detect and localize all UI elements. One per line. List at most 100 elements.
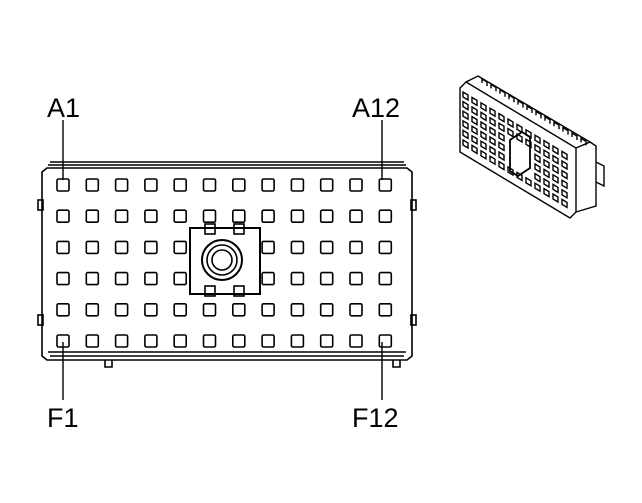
iso-cavity <box>552 183 559 194</box>
pin-cavity-D5 <box>173 271 187 286</box>
left-latch <box>37 314 44 326</box>
pin-cavity-E6 <box>202 302 217 317</box>
pin-cavity-F10 <box>319 334 334 348</box>
pin-cavity-A11 <box>349 178 363 192</box>
pin-cavity-E8 <box>261 302 275 317</box>
iso-cavity <box>552 144 559 156</box>
pin-cavity-C12 <box>378 240 393 255</box>
iso-cavity <box>543 177 550 189</box>
boss-middle-ring <box>206 244 238 276</box>
iso-cavity <box>480 139 487 151</box>
pin-cavity-E1 <box>56 302 70 317</box>
label-f1: F1 <box>47 403 79 433</box>
iso-top-rib <box>499 88 506 97</box>
iso-cavity <box>507 127 514 138</box>
iso-cavity <box>552 154 559 165</box>
pin-cavity-D2 <box>85 271 100 286</box>
right-latch <box>410 314 417 326</box>
iso-cavity <box>489 154 496 166</box>
pin-cavity-D9 <box>290 271 305 286</box>
iso-cavity <box>498 160 505 171</box>
pin-cavity-E2 <box>85 302 100 317</box>
iso-cavity <box>489 145 496 156</box>
iso-cavity <box>480 120 487 132</box>
iso-cavity <box>552 192 559 204</box>
pin-cavity-C3 <box>114 240 129 255</box>
iso-cavity <box>462 138 469 150</box>
iso-cavity <box>561 169 568 180</box>
iso-cavity <box>498 131 505 143</box>
boss-outer-ring <box>201 239 243 281</box>
pin-cavity-B5 <box>173 209 187 223</box>
iso-top-rib <box>535 110 542 119</box>
iso-cavity <box>534 133 541 145</box>
iso-cavity <box>534 181 541 193</box>
iso-cavity <box>507 117 514 129</box>
connector-face-view <box>37 161 417 368</box>
pin-cavity-B1 <box>56 209 70 223</box>
iso-top-face <box>465 75 592 149</box>
iso-cavity <box>561 150 568 161</box>
bottom-foot <box>104 360 113 368</box>
iso-cavity <box>543 187 550 198</box>
iso-top-rib <box>508 93 515 103</box>
pin-cavity-C1 <box>56 240 70 255</box>
pin-cavity-B4 <box>144 209 158 223</box>
pin-cavity-F3 <box>114 334 129 348</box>
iso-cavity <box>543 148 550 160</box>
iso-cavity <box>534 162 541 174</box>
iso-cavity <box>516 132 523 144</box>
pin-cavity-A12 <box>378 178 393 192</box>
pin-cavity-E7 <box>232 302 246 317</box>
pin-cavity-B12 <box>378 209 393 223</box>
pin-cavity-B3 <box>114 209 129 223</box>
pin-cavity-E11 <box>349 302 363 317</box>
right-latch <box>410 199 417 211</box>
pin-cavity-A1 <box>56 178 70 192</box>
iso-cavity <box>561 198 568 209</box>
iso-cavity <box>471 144 478 155</box>
iso-center-post <box>509 130 531 178</box>
pin-cavity-grid <box>56 178 393 348</box>
pin-cavity-F2 <box>85 334 100 348</box>
iso-top-rib <box>544 115 551 124</box>
pin-cavity-D12 <box>378 271 393 286</box>
pin-cavity-C5 <box>173 240 187 255</box>
iso-cavity <box>489 126 496 137</box>
iso-right-face <box>575 141 597 213</box>
iso-cavity <box>561 188 568 200</box>
key-tab <box>204 223 216 235</box>
key-tab <box>233 285 245 297</box>
pin-cavity-D10 <box>319 271 334 286</box>
label-a12: A12 <box>352 93 400 123</box>
iso-top-rib <box>490 83 497 92</box>
iso-cavity <box>480 101 487 113</box>
pin-cavity-A4 <box>144 178 158 192</box>
key-tab <box>204 285 216 297</box>
iso-cavity <box>525 128 532 140</box>
pin-cavity-B9 <box>290 209 305 223</box>
pin-cavity-D3 <box>114 271 129 286</box>
pin-cavity-A3 <box>114 178 129 192</box>
pin-cavity-C8 <box>261 240 275 255</box>
iso-cavity <box>507 165 514 177</box>
iso-cavity <box>489 135 496 147</box>
iso-top-rib <box>553 120 560 130</box>
pin-cavity-F12 <box>378 334 393 348</box>
pin-cavity-C9 <box>290 240 305 255</box>
pin-cavity-C2 <box>85 240 100 255</box>
pin-cavity-D4 <box>144 271 158 286</box>
iso-cavity <box>552 163 559 175</box>
pin-cavity-F11 <box>349 334 363 348</box>
iso-cavity <box>498 141 505 152</box>
connector-isometric-view <box>459 75 605 219</box>
pin-cavity-E3 <box>114 302 129 317</box>
pin-cavity-A5 <box>173 178 187 192</box>
iso-cavity <box>498 112 505 123</box>
pin-cavity-B10 <box>319 209 334 223</box>
iso-cavity <box>480 111 487 122</box>
pin-cavity-E12 <box>378 302 393 317</box>
iso-top-rib <box>571 131 578 140</box>
pin-cavity-D1 <box>56 271 70 286</box>
